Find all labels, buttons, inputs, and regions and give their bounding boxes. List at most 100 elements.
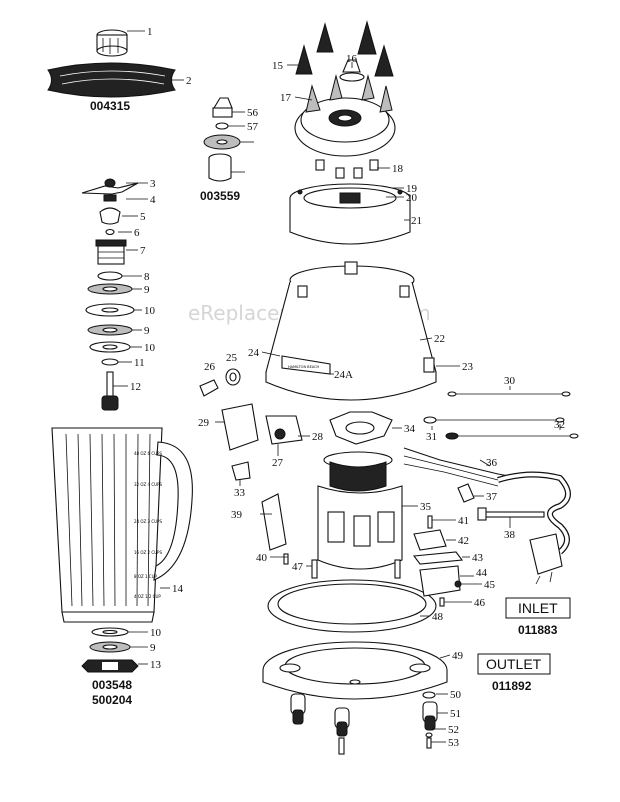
callout: 9 xyxy=(150,642,156,654)
callout: 32 xyxy=(554,419,565,431)
switch-bracket-parts xyxy=(412,515,464,607)
svg-text:8 OZ 1 CUP: 8 OZ 1 CUP xyxy=(134,574,158,579)
jar-lid xyxy=(47,62,176,98)
callout: 8 xyxy=(144,271,150,283)
base-plate xyxy=(267,579,437,633)
drive-shaft xyxy=(101,371,119,411)
assembly-code: 500204 xyxy=(92,693,132,707)
callout: 46 xyxy=(474,597,486,609)
callout: 56 xyxy=(247,107,259,119)
bracket xyxy=(261,493,289,565)
svg-text:16 OZ 2 CUPS: 16 OZ 2 CUPS xyxy=(134,550,162,555)
callout: 57 xyxy=(247,121,259,133)
callout: 36 xyxy=(486,457,498,469)
callout: 19 xyxy=(406,183,418,195)
callout: 16 xyxy=(346,53,358,65)
callout: 48 xyxy=(432,611,444,623)
callout: 12 xyxy=(130,381,141,393)
callout: 29 xyxy=(198,417,210,429)
bearing-housing xyxy=(95,239,127,265)
callout: 43 xyxy=(472,552,484,564)
callout: 23 xyxy=(462,361,474,373)
callout: 21 xyxy=(411,215,422,227)
callout: 1 xyxy=(147,26,153,38)
callout: 6 xyxy=(134,227,140,239)
blade-assembly xyxy=(81,178,139,236)
callout: 9 xyxy=(144,325,150,337)
assembly-code: 011883 xyxy=(518,623,558,637)
callout: 47 xyxy=(292,561,304,573)
switch-parts xyxy=(199,368,303,481)
leader-lines xyxy=(113,30,561,743)
assembly-code: 003548 xyxy=(92,678,132,692)
callout: 9 xyxy=(144,284,150,296)
feet xyxy=(290,691,438,755)
jar-measure-markings: 48 OZ 6 CUPS 32 OZ 4 CUPS 24 OZ 3 CUPS 1… xyxy=(134,451,162,599)
callout: 5 xyxy=(140,211,146,223)
callout: 10 xyxy=(144,342,156,354)
callout: 24A xyxy=(334,369,353,381)
callout: 53 xyxy=(448,737,460,749)
callout: 15 xyxy=(272,60,284,72)
callout: 7 xyxy=(140,245,146,257)
callout: 45 xyxy=(484,579,496,591)
callout: 30 xyxy=(504,375,516,387)
callout: 51 xyxy=(450,708,461,720)
assembly-code: 011892 xyxy=(492,679,532,693)
callout: 13 xyxy=(150,659,162,671)
callout: 18 xyxy=(392,163,404,175)
callout: 33 xyxy=(234,487,246,499)
callout: 2 xyxy=(186,75,192,87)
callout: 44 xyxy=(476,567,488,579)
coupling-pads xyxy=(295,20,394,82)
wires xyxy=(423,391,579,440)
callout: 38 xyxy=(504,529,516,541)
callout: 3 xyxy=(150,178,156,190)
callout: 26 xyxy=(204,361,216,373)
callout: 40 xyxy=(256,552,268,564)
callout: 10 xyxy=(144,305,156,317)
callout: 27 xyxy=(272,457,284,469)
inlet-label: INLET xyxy=(518,600,558,616)
mounting-screws xyxy=(315,159,379,179)
drive-coupling xyxy=(294,74,396,157)
assembly-codes: 004315 003559 003548 500204 011883 01189… xyxy=(90,99,558,707)
jar-base-parts xyxy=(81,627,139,673)
callout: 39 xyxy=(231,509,243,521)
outlet-box: OUTLET xyxy=(477,653,551,675)
callout: 34 xyxy=(404,423,416,435)
callout: 14 xyxy=(172,583,184,595)
svg-text:4 OZ 1/2 CUP: 4 OZ 1/2 CUP xyxy=(134,594,161,599)
callout: 35 xyxy=(420,501,432,513)
callout: 50 xyxy=(450,689,462,701)
callout: 10 xyxy=(150,627,162,639)
callout: 37 xyxy=(486,491,498,503)
callout: 42 xyxy=(458,535,469,547)
strain-relief xyxy=(457,483,545,521)
callout: 31 xyxy=(426,431,437,443)
inlet-box: INLET xyxy=(505,597,571,619)
callout: 22 xyxy=(434,333,445,345)
callout: 41 xyxy=(458,515,469,527)
assembly-code: 003559 xyxy=(200,189,240,203)
assembly-code: 004315 xyxy=(90,99,130,113)
svg-text:HAMILTON BEACH: HAMILTON BEACH xyxy=(288,365,320,369)
motor-base-housing: HAMILTON BEACH xyxy=(265,261,437,401)
callout: 25 xyxy=(226,352,238,364)
callout: 24 xyxy=(248,347,260,359)
blender-jar xyxy=(51,427,193,623)
callout: 49 xyxy=(452,650,464,662)
motor-cap xyxy=(289,183,411,245)
washer-stack xyxy=(85,271,135,366)
callout: 20 xyxy=(406,192,418,204)
callout: 11 xyxy=(134,357,145,369)
callout: 17 xyxy=(280,92,292,104)
base-skirt xyxy=(262,641,448,700)
callout: 52 xyxy=(448,724,459,736)
callout: 4 xyxy=(150,194,156,206)
motor xyxy=(317,451,403,570)
upper-coupling-small xyxy=(203,97,241,182)
lid-cap xyxy=(96,29,128,57)
callout-labels: 1 2 3 4 5 6 7 8 9 10 9 10 11 12 14 10 9 … xyxy=(130,26,565,749)
